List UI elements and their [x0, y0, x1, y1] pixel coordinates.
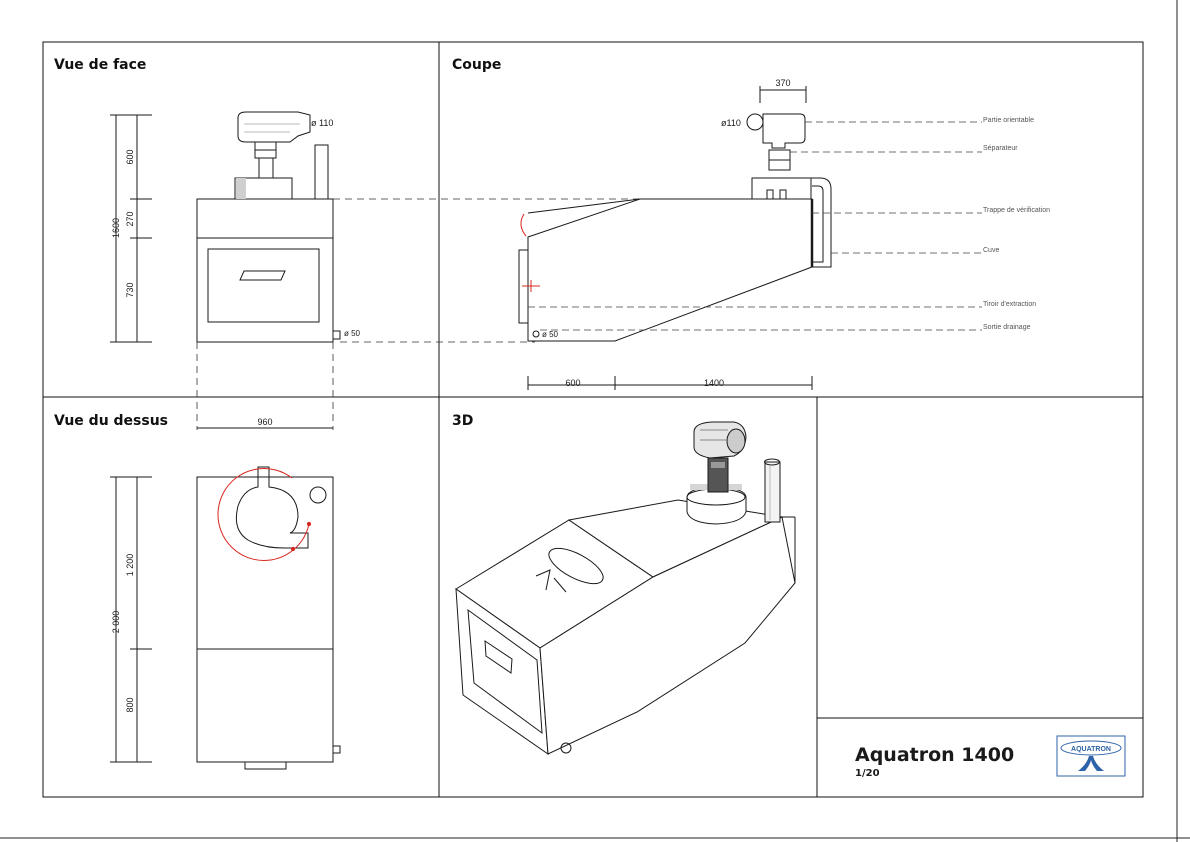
section-view-drawing: [518, 86, 832, 390]
section-pipe-label: ø110: [721, 118, 741, 128]
section-view-title: Coupe: [452, 57, 502, 73]
section-dim-bottom-left: 600: [565, 378, 580, 388]
top-view-rotation-mark: [217, 468, 312, 561]
section-drain-label: ø 50: [542, 330, 559, 339]
top-dim-width: 960: [257, 417, 272, 427]
callout-sortie: Sortie drainage: [983, 324, 1031, 331]
callout-partie-orientable: Partie orientable: [983, 117, 1034, 124]
top-dim-total: 2 000: [111, 611, 121, 634]
top-view-title: Vue du dessus: [54, 413, 169, 429]
aquatron-logo: AQUATRON: [1056, 735, 1126, 777]
callout-trappe: Trappe de vérification: [983, 207, 1050, 214]
title-block-title: Aquatron 1400: [855, 744, 1015, 766]
iso-view-title: 3D: [452, 413, 474, 429]
front-view-title: Vue de face: [54, 57, 147, 73]
top-view-labels: 960 2 000 1 200 800: [111, 417, 273, 713]
section-dim-bottom-right: 1400: [704, 378, 724, 388]
top-view-drawing: [110, 427, 341, 770]
top-dim-upper: 1 200: [125, 554, 135, 577]
front-drain-label: ø 50: [344, 329, 361, 338]
front-pipe-label: ø 110: [311, 118, 333, 128]
top-dim-lower: 800: [125, 697, 135, 712]
front-dim-bottom: 730: [125, 282, 135, 297]
projection-lines: [196, 198, 640, 430]
front-dim-total: 1600: [111, 218, 121, 238]
section-red-marks: [520, 213, 540, 292]
callout-separateur: Séparateur: [983, 145, 1018, 152]
title-block-scale: 1/20: [855, 768, 880, 779]
front-view-labels: 1600 600 270 730 ø 110 ø 50: [111, 118, 361, 338]
panel-frame: [42, 41, 1144, 798]
iso-view-drawing: [455, 421, 796, 756]
callout-tiroir: Tiroir d'extraction: [983, 301, 1036, 308]
front-dim-mid: 270: [125, 211, 135, 226]
callout-leaders: [528, 121, 982, 331]
section-dim-top: 370: [775, 78, 790, 88]
section-labels: 370 ø110 ø 50 600 1400 Partie orientable…: [542, 78, 1050, 388]
front-view-drawing: [110, 111, 341, 343]
logo-text: AQUATRON: [1071, 746, 1111, 753]
callout-cuve: Cuve: [983, 247, 999, 254]
front-dim-top: 600: [125, 149, 135, 164]
